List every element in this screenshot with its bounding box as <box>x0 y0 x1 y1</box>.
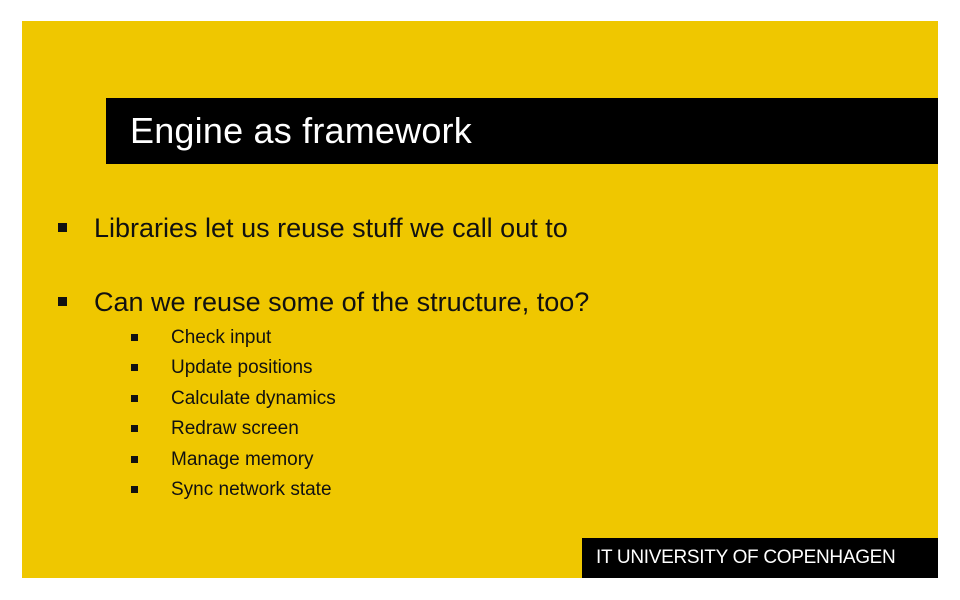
university-logo: IT UNIVERSITY OF COPENHAGEN <box>582 538 938 578</box>
sub-bullet-item: Redraw screen <box>58 414 918 444</box>
sub-bullet-text: Redraw screen <box>171 418 299 440</box>
sub-bullet-text: Sync network state <box>171 479 332 501</box>
bullet-item: Can we reuse some of the structure, too?… <box>58 285 918 505</box>
square-bullet-icon <box>131 394 138 402</box>
sub-bullet-item: Check input <box>58 323 918 353</box>
slide-title: Engine as framework <box>130 110 472 151</box>
bullet-text: Libraries let us reuse stuff we call out… <box>94 213 568 243</box>
bullet-text: Can we reuse some of the structure, too? <box>94 287 590 317</box>
bullet-list: Libraries let us reuse stuff we call out… <box>58 211 918 505</box>
sub-bullet-item: Manage memory <box>58 445 918 475</box>
sub-bullet-text: Check input <box>171 327 272 348</box>
sub-bullet-item: Calculate dynamics <box>58 384 918 414</box>
square-bullet-icon <box>58 223 67 232</box>
sub-bullet-item: Sync network state <box>58 475 918 505</box>
logo-text: IT UNIVERSITY OF COPENHAGEN <box>596 547 896 568</box>
title-bar: Engine as framework <box>106 98 938 164</box>
slide: Engine as framework Libraries let us reu… <box>22 21 938 578</box>
square-bullet-icon <box>58 297 67 306</box>
square-bullet-icon <box>131 455 138 463</box>
sub-bullet-text: Manage memory <box>171 448 314 470</box>
square-bullet-icon <box>131 425 138 433</box>
square-bullet-icon <box>131 334 138 341</box>
sub-bullet-text: Calculate dynamics <box>171 387 336 409</box>
sub-bullet-item: Update positions <box>58 353 918 383</box>
sub-bullet-list: Check input Update positions Calculate d… <box>58 323 918 505</box>
square-bullet-icon <box>131 486 138 494</box>
bullet-item: Libraries let us reuse stuff we call out… <box>58 211 918 245</box>
square-bullet-icon <box>131 364 138 372</box>
sub-bullet-text: Update positions <box>171 357 313 379</box>
